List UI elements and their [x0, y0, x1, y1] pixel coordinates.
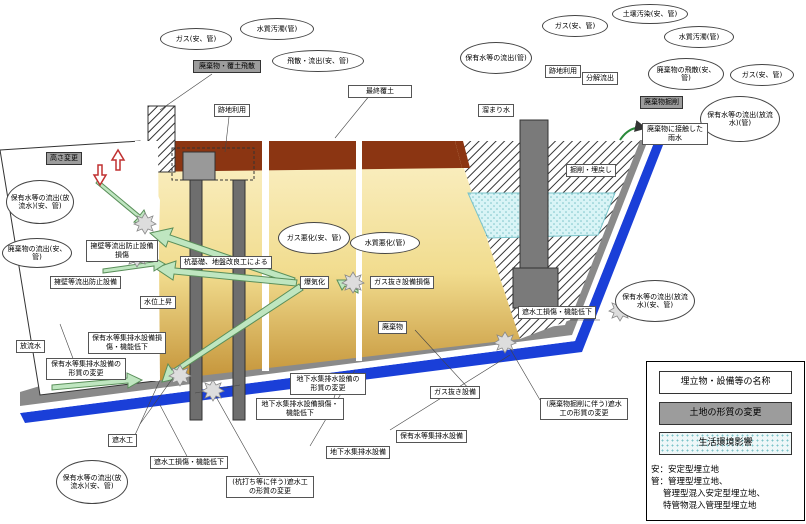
box-puddle: 溜まり水 — [478, 104, 514, 117]
cloud-outflow-left: 保有水等の流出(放流水)(安、管) — [6, 180, 74, 224]
box-waste: 廃棄物 — [378, 321, 407, 334]
star-6 — [341, 271, 365, 294]
box-wall-damage: 擁壁等流出防止設備損傷 — [86, 240, 158, 262]
box-liner: 遮水工 — [108, 434, 137, 447]
cloud-gas-right: ガス(安、管) — [730, 64, 794, 86]
box-water-rise: 水位上昇 — [140, 296, 176, 309]
box-drain-facility: 保有水等集排水設備 — [396, 430, 467, 443]
box-drain-damage: 保有水等集排水設備損傷・機能低下 — [88, 332, 166, 354]
box-discharge: 放流水 — [16, 340, 45, 353]
legend-note-2: 管：管理型埋立地、 — [651, 477, 728, 487]
legend-note-1: 安：安定型埋立地 — [651, 465, 720, 475]
box-waste-excavation: 廃棄物掘削 — [640, 96, 683, 109]
arrow-2 — [153, 260, 298, 287]
cloud-water-pollution-top: 水質汚濁(管) — [240, 18, 314, 40]
leader-10 — [414, 329, 471, 391]
final-cover — [135, 141, 462, 172]
box-pile-liner-change: (杭打ち等に伴う)遮水工の形質の変更 — [226, 476, 314, 498]
box-groundwater-change: 地下水集排水設備の形質の変更 — [290, 373, 366, 395]
arrow-3 — [161, 283, 304, 383]
box-pile-foundation: 杭基礎、地盤改良工による — [180, 256, 272, 269]
cover-band-right — [455, 141, 470, 168]
box-final-cover: 最終覆土 — [348, 85, 412, 98]
leader-12 — [214, 394, 261, 476]
pile-right — [232, 179, 246, 421]
star-5 — [493, 331, 517, 354]
cloud-soil: 土壌汚染(安、管) — [612, 4, 688, 24]
pile-outline — [171, 147, 255, 181]
height-arrow-up — [110, 148, 126, 171]
box-site-use-right: 跡地利用 — [545, 65, 581, 78]
cloud-outflow-top-right: 保有水等の流出(管) — [460, 42, 532, 74]
leader-3 — [334, 94, 371, 139]
legend-item-land-change: 土地の形質の変更 — [659, 402, 792, 425]
tower — [519, 119, 549, 271]
box-liner-damage: 遮水工損傷・機能低下 — [518, 306, 596, 319]
box-gas-vent: ガス抜き設備 — [430, 386, 480, 399]
box-groundwater-damage: 地下水集排水設備損傷・機能低下 — [256, 398, 344, 420]
post-2 — [356, 141, 362, 361]
pile-left — [189, 179, 203, 421]
box-groundwater-facility: 地下水集排水設備 — [326, 446, 390, 459]
star-4 — [201, 379, 225, 402]
box-gas-vent-damage: ガス抜き設備損傷 — [370, 276, 434, 289]
legend-item-env-impact: 生活環境影響 — [659, 432, 792, 455]
height-arrow-down — [92, 164, 108, 187]
box-wall-facility: 擁壁等流出防止設備 — [50, 276, 121, 289]
box-drain-change: 保有水等集排水設備の形質の変更 — [46, 358, 126, 380]
box-liner-damage-bottom: 遮水工損傷・機能低下 — [150, 456, 228, 469]
box-decomp-outflow: 分解流出 — [582, 72, 618, 85]
box-rain-contact: 廃棄物に接触した雨水 — [642, 123, 708, 145]
cloud-scatter: 飛散・流出(安、管) — [272, 50, 364, 72]
cloud-water-worsen: 水質悪化(管) — [350, 232, 420, 254]
cloud-gas-top: ガス(安、管) — [160, 28, 232, 50]
leader-11 — [159, 404, 191, 463]
liner-white — [20, 140, 655, 413]
box-waste-cover-scatter: 廃棄物・覆土飛散 — [193, 60, 261, 73]
cloud-gas-top-right: ガス(安、管) — [542, 15, 608, 37]
arrow-5 — [51, 372, 144, 391]
leader-1 — [159, 73, 213, 111]
box-excavation-liner-change: (廃棄物掘削に伴う)遮水工の形質の変更 — [540, 398, 628, 420]
box-height-change: 高さ変更 — [46, 152, 82, 165]
landfill-body — [135, 141, 520, 381]
legend-note-4: 特管物混入管理型埋立地 — [663, 501, 757, 511]
box-excavate-refill: 掘削・埋戻し — [566, 164, 616, 177]
cloud-water-pollution-right: 水質汚濁(管) — [664, 26, 734, 48]
tower-base — [512, 267, 559, 309]
box-site-use: 跡地利用 — [214, 104, 250, 117]
leader-5 — [139, 374, 176, 425]
cloud-waste-scatter-right: 廃棄物の飛散(安、管) — [648, 58, 724, 90]
cloud-gas-worsen: ガス悪化(安、管) — [278, 222, 350, 254]
star-1 — [133, 212, 157, 235]
legend-item-names: 埋立物・設備等の名称 — [659, 371, 792, 394]
leader-13 — [504, 339, 541, 401]
cloud-outflow-right: 保有水等の流出(放流水)(管) — [700, 96, 780, 142]
pile-cap — [182, 151, 216, 181]
box-aeration: 爆気化 — [300, 276, 329, 289]
cloud-outflow-right-mid: 保有水等の流出(放流水)(安、管) — [615, 280, 695, 322]
cloud-outflow-bottom: 保有水等の流出(放流水)(安、管) — [56, 460, 128, 504]
star-3 — [168, 364, 192, 387]
cloud-waste-outflow: 廃棄物の流出(安、管) — [2, 238, 72, 268]
legend-note-3: 管理型混入安定型埋立地、 — [663, 489, 766, 499]
legend: 埋立物・設備等の名称 土地の形質の変更 生活環境影響 安：安定型埋立地 管：管理… — [646, 361, 805, 521]
liner-blue — [20, 140, 665, 423]
